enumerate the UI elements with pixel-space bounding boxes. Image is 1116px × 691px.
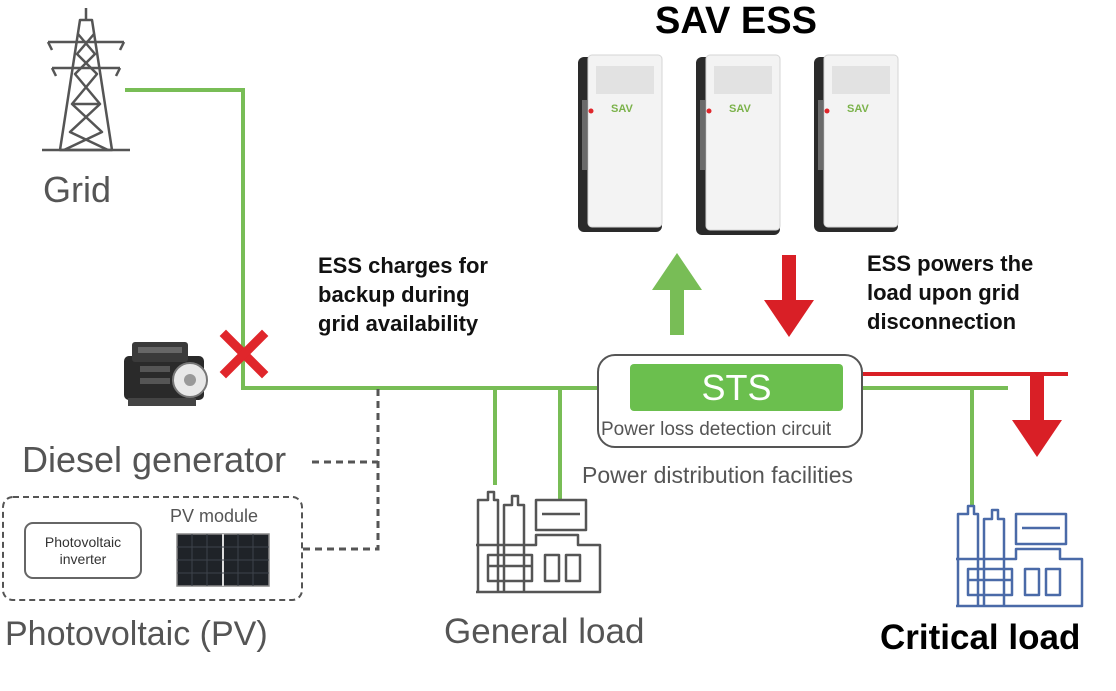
discharge-note: ESS powers the load upon grid disconnect… <box>867 251 1034 334</box>
transmission-tower-icon <box>42 8 130 152</box>
photovoltaic-label: Photovoltaic (PV) <box>5 615 268 653</box>
ess-brand-logo: SAV <box>847 103 869 115</box>
ess-brand-logo: SAV <box>729 103 751 115</box>
power-loss-detection-label: Power loss detection circuit <box>601 419 832 440</box>
ess-cabinet-icon <box>696 54 781 235</box>
solar-panel-icon <box>176 533 270 587</box>
pv-module-label: PV module <box>170 506 259 526</box>
factory-icon <box>476 490 602 594</box>
ess-brand-logo: SAV <box>611 103 633 115</box>
critical-load-label: Critical load <box>880 618 1081 657</box>
ess-cabinet-icon <box>578 54 663 232</box>
pv-dashed-link <box>303 462 380 551</box>
diesel-engine-icon <box>124 342 208 406</box>
power-distribution-label: Power distribution facilities <box>582 462 854 488</box>
grid-line <box>125 88 598 390</box>
charge-arrow-icon <box>652 253 702 335</box>
critical-load-arrow-icon <box>1012 374 1062 457</box>
general-load-label: General load <box>444 612 645 651</box>
sts-switch: STS <box>630 364 843 411</box>
page-title: SAV ESS <box>655 0 817 42</box>
charge-note: ESS charges for backup during grid avail… <box>318 253 488 336</box>
grid-label: Grid <box>43 169 112 210</box>
sts-frame <box>597 354 863 448</box>
diesel-dashed-link <box>312 388 380 464</box>
factory-icon <box>956 504 1084 608</box>
ess-cabinet-icon <box>814 54 899 232</box>
pv-group-frame <box>2 496 303 601</box>
pv-inverter-box <box>24 522 142 579</box>
disconnect-cross-icon <box>219 329 269 379</box>
discharge-arrow-icon <box>764 255 814 337</box>
diesel-generator-label: Diesel generator <box>22 439 287 480</box>
pv-inverter-label: Photovoltaic inverter <box>44 534 122 567</box>
sts-label: STS <box>701 367 772 408</box>
